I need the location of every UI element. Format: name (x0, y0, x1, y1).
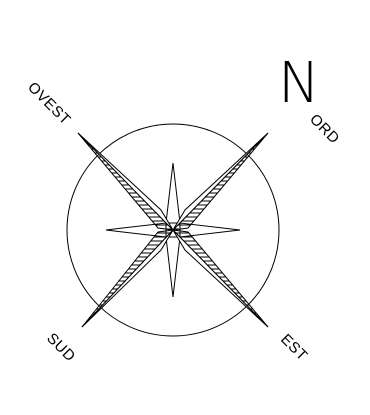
ne-arm-plain (173, 133, 268, 230)
inner-star-north-point (166, 163, 180, 223)
north-label: N ORD (278, 51, 343, 147)
north-letter: N (278, 51, 320, 116)
nw-arm-plain (78, 133, 173, 230)
west-label: OVEST (24, 79, 74, 129)
east-label: EST (277, 331, 311, 365)
north-rest-label: ORD (306, 111, 343, 148)
sw-arm-plain (82, 230, 173, 327)
inner-star-south-point (166, 237, 180, 297)
se-arm-plain (173, 230, 268, 327)
south-label: SUD (43, 330, 78, 365)
